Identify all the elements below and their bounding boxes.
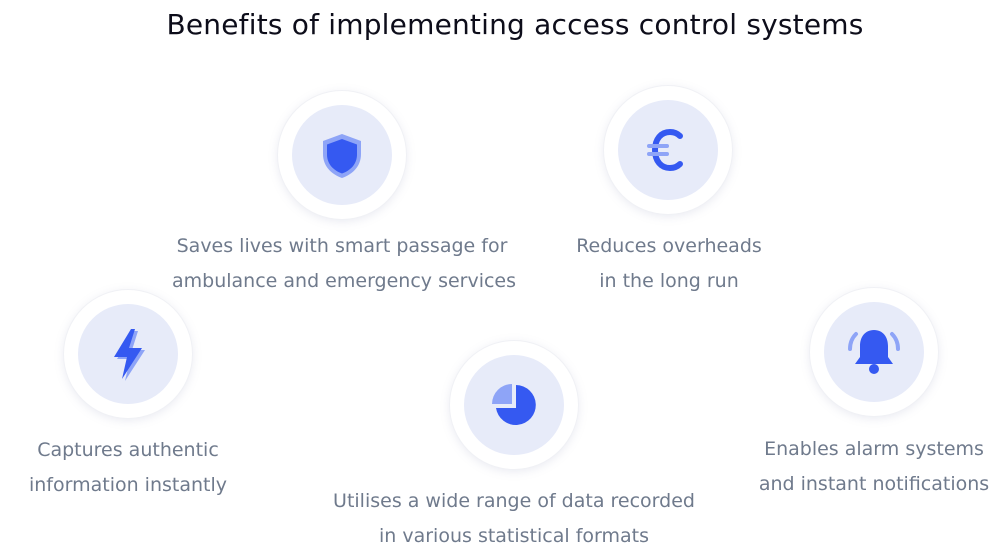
bell-icon	[848, 330, 900, 374]
shield-badge	[278, 91, 406, 219]
caption-line: in the long run	[599, 270, 739, 292]
pie-chart-icon	[492, 384, 536, 425]
caption-line: ambulance and emergency services	[172, 270, 517, 292]
page-title: Benefits of implementing access control …	[166, 8, 864, 41]
shield-icon	[323, 134, 361, 178]
benefit-caption-lives: Saves lives with smart passage for ambul…	[172, 229, 517, 299]
euro-badge	[604, 86, 732, 214]
caption-line: and instant notifications	[758, 473, 990, 495]
lightning-icon	[114, 329, 145, 381]
benefit-caption-data: Utilises a wide range of data recorded i…	[324, 484, 704, 554]
caption-line: Captures authentic	[37, 439, 219, 461]
caption-line: information instantly	[28, 474, 228, 496]
caption-line: Enables alarm systems	[764, 438, 984, 460]
caption-line: Reduces overheads	[576, 235, 762, 257]
benefit-caption-capture: Captures authentic information instantly	[18, 433, 238, 503]
caption-line: Utilises a wide range of data recorded	[333, 490, 695, 512]
lightning-badge	[64, 290, 192, 418]
euro-icon	[647, 128, 683, 172]
caption-line: in various statistical formats	[379, 525, 649, 547]
benefit-caption-alarm: Enables alarm systems and instant notifi…	[754, 432, 993, 502]
caption-line: Saves lives with smart passage for	[176, 235, 508, 257]
bell-badge	[810, 288, 938, 416]
pie-chart-badge	[450, 341, 578, 469]
benefit-caption-overheads: Reduces overheads in the long run	[569, 229, 769, 299]
